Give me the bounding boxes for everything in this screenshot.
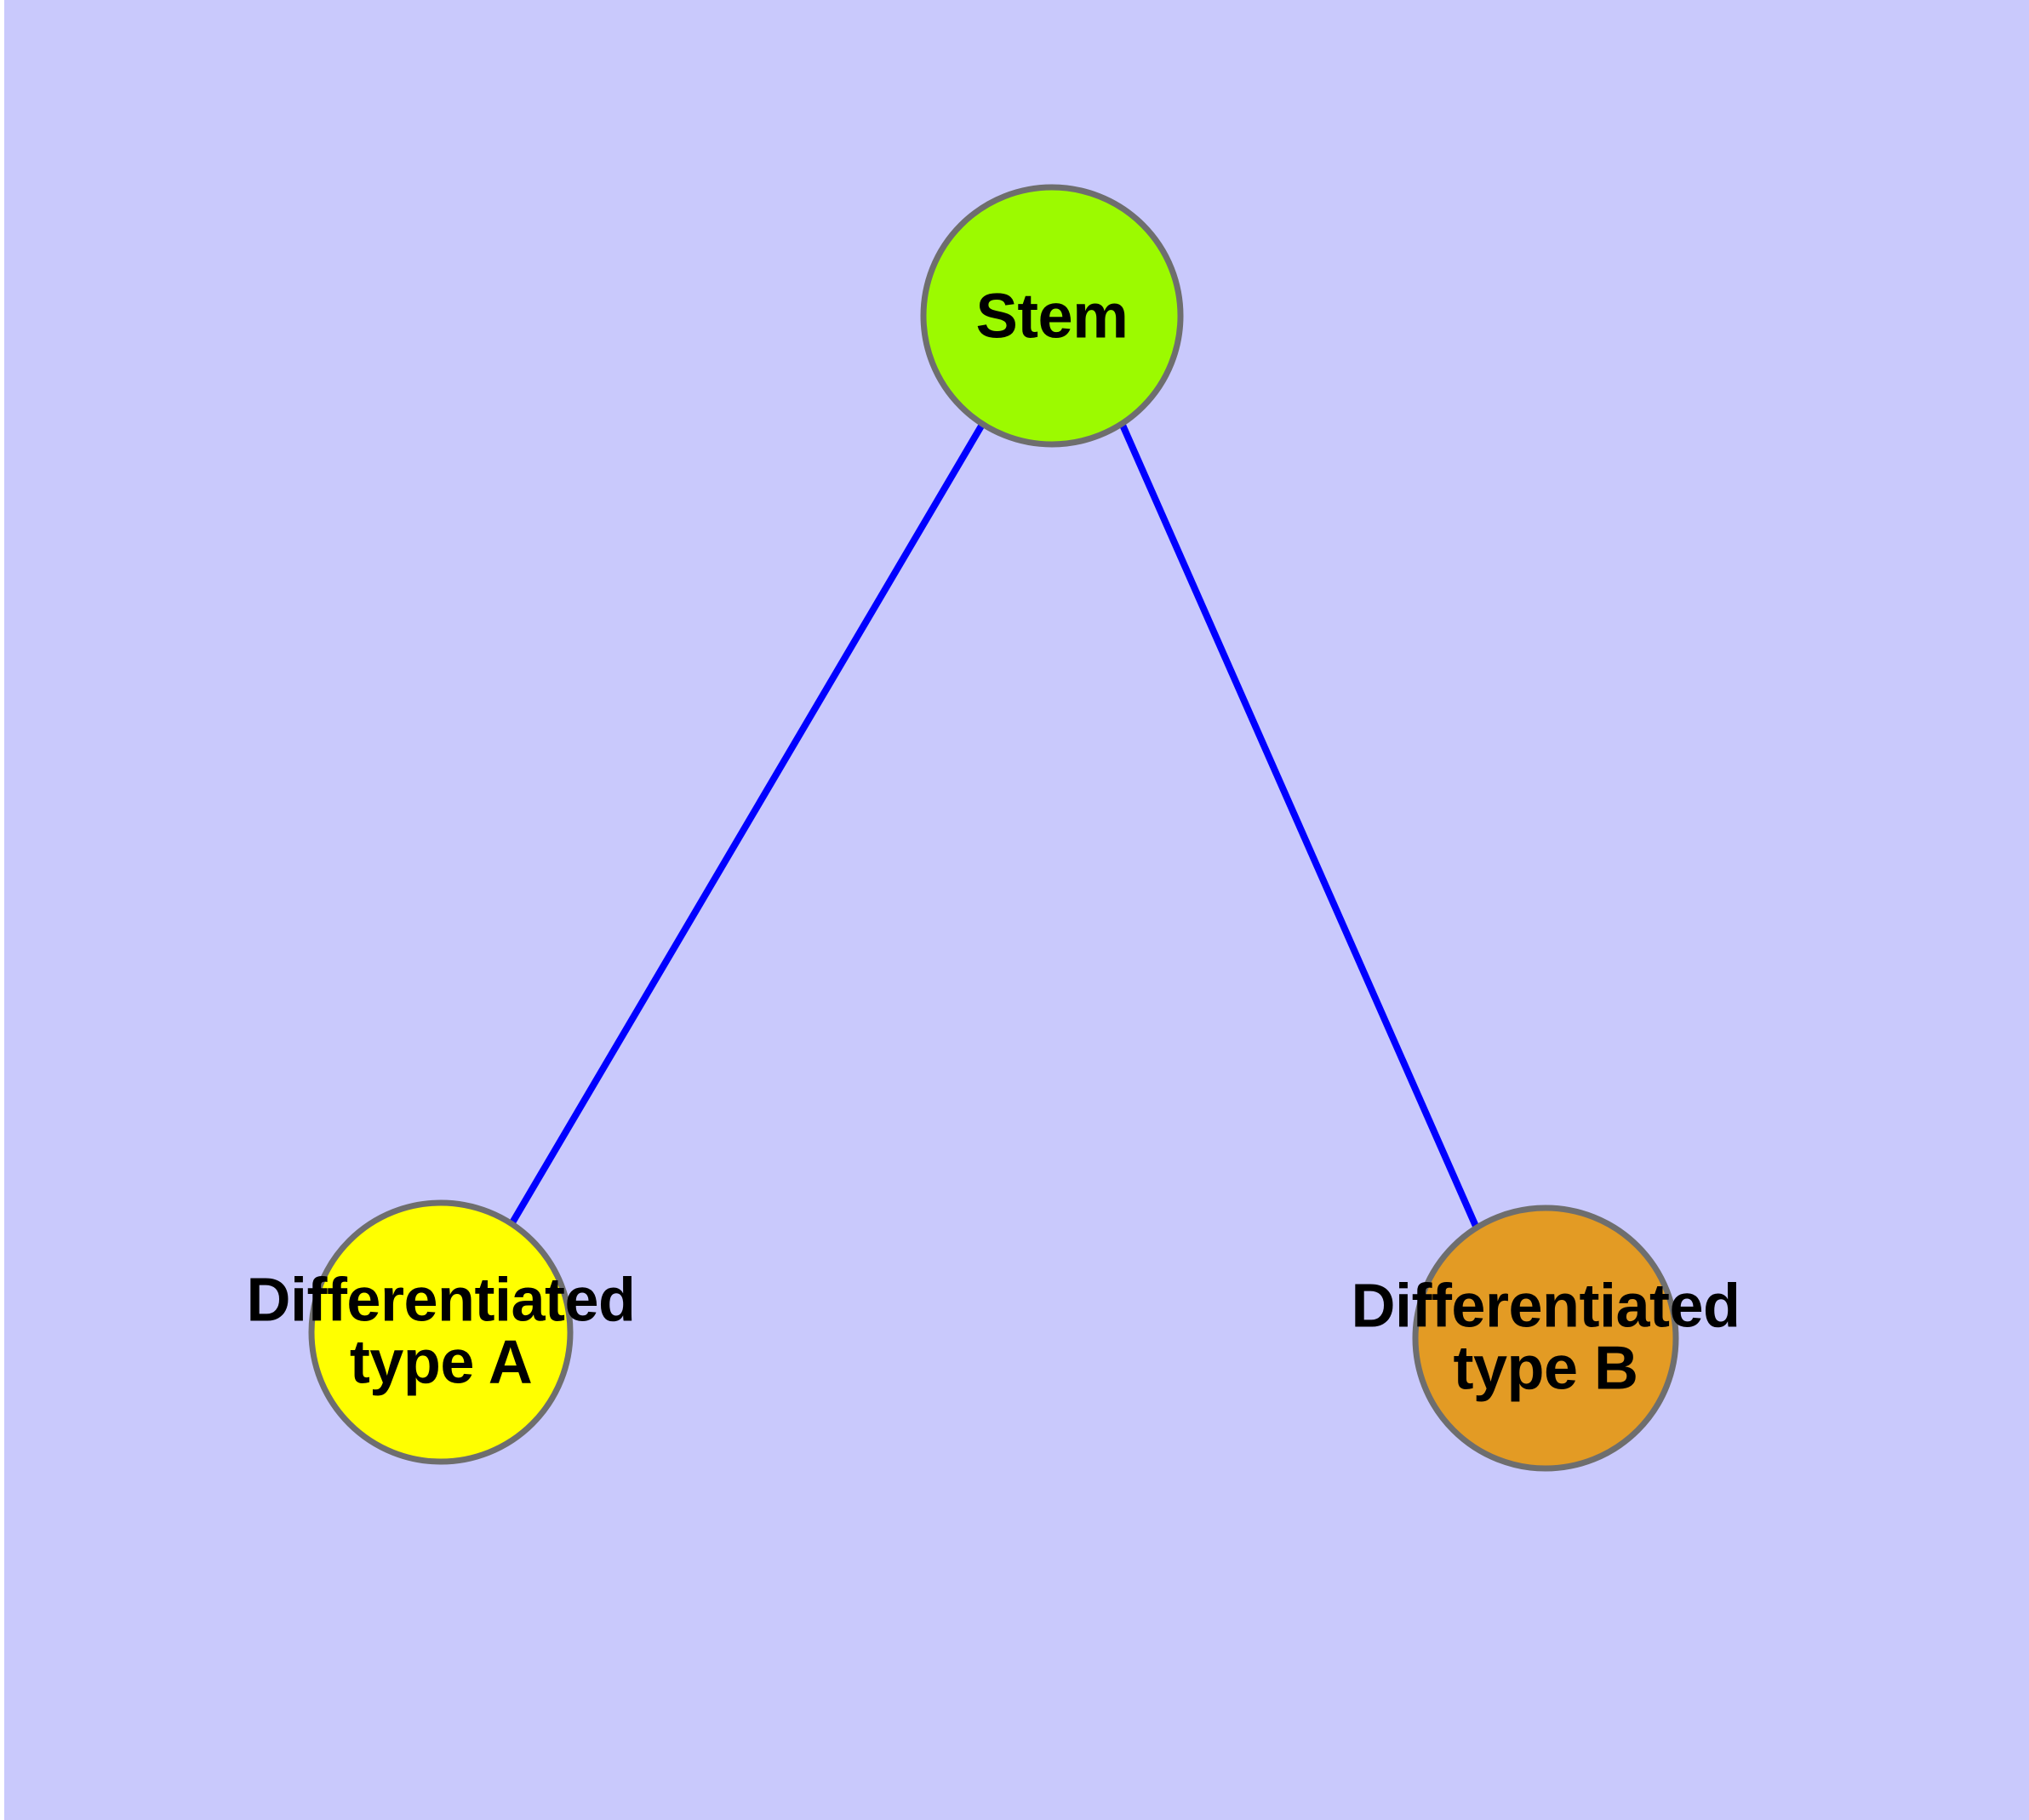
edge-layer [508, 421, 1481, 1232]
edge-stem-to-type-b [1118, 421, 1481, 1232]
edge-stem-to-type-a [508, 421, 986, 1227]
node-differentiated-type-a[interactable] [308, 1199, 574, 1465]
node-stem[interactable] [920, 184, 1184, 448]
canvas-left-gutter [0, 0, 4, 1820]
node-layer [308, 184, 1679, 1472]
node-differentiated-type-b[interactable] [1412, 1205, 1679, 1472]
